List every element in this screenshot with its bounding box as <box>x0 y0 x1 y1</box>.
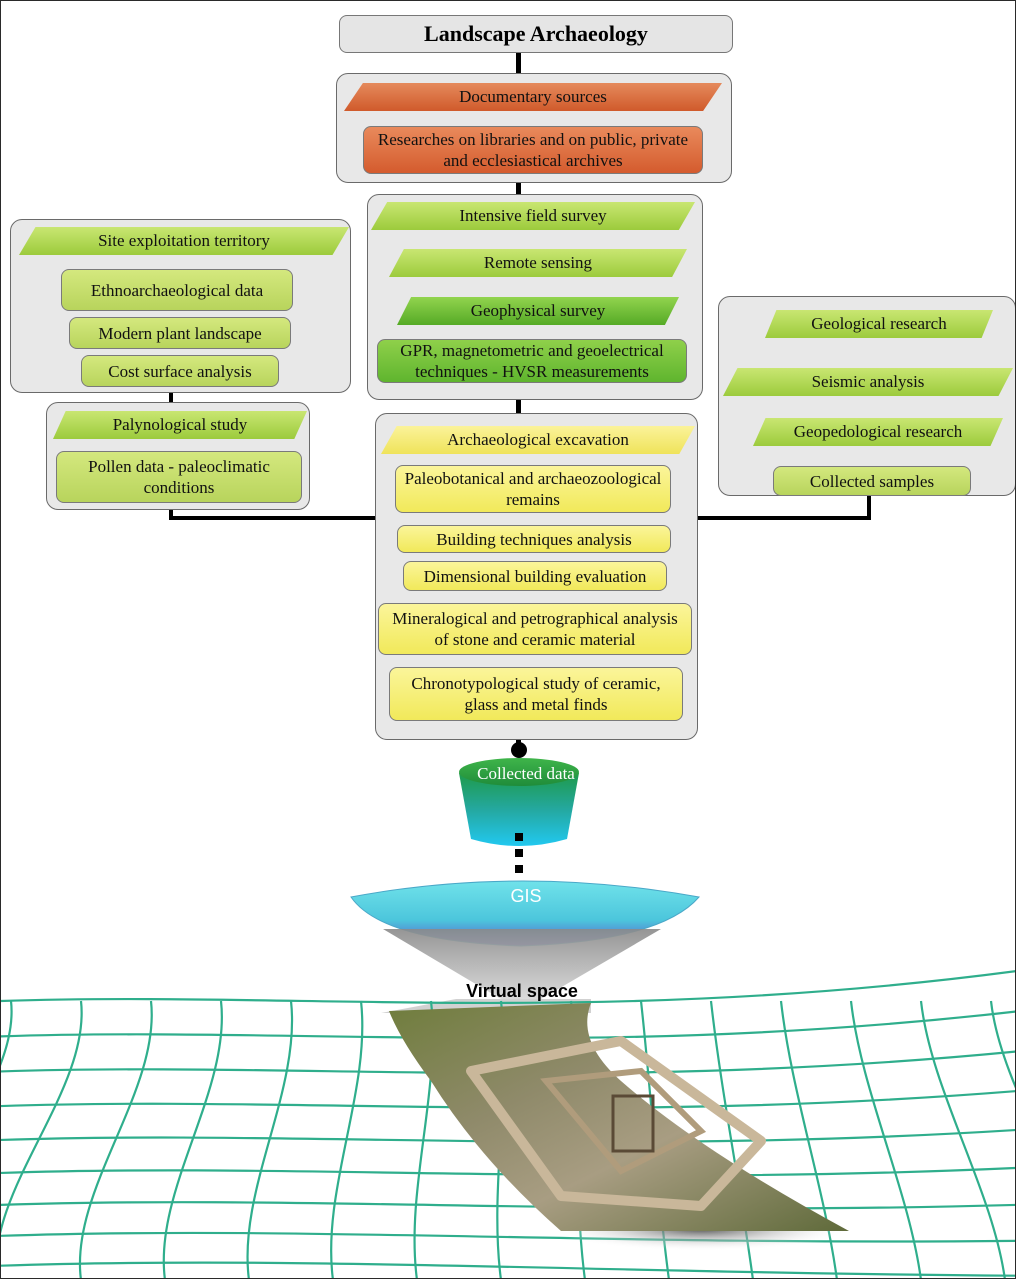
grid-row-line <box>1 1231 1015 1243</box>
seismic-analysis-label: Seismic analysis <box>723 368 1013 396</box>
ruin-walls <box>466 1036 766 1211</box>
grid-column-line <box>989 1000 1015 1089</box>
grid-column-line <box>919 1000 1006 1278</box>
building-techniques-box: Building techniques analysis <box>397 525 671 553</box>
archives-research-box: Researches on libraries and on public, p… <box>363 126 703 174</box>
grid-column-line <box>1 1000 13 1066</box>
grid-column-line <box>330 1000 364 1278</box>
grid-row-line <box>1 1166 1015 1177</box>
modern-plant-box: Modern plant landscape <box>69 317 291 349</box>
dotted-connector-1 <box>515 833 523 841</box>
ruin-inner-walls <box>540 1067 707 1175</box>
site-exploitation-label: Site exploitation territory <box>19 227 349 255</box>
dimensional-evaluation-box: Dimensional building evaluation <box>403 561 667 591</box>
documentary-sources-label: Documentary sources <box>344 83 722 111</box>
archaeological-excavation-label: Archaeological excavation <box>381 426 695 454</box>
grid-row-line <box>1 970 1015 1005</box>
collected-data-label: Collected data <box>477 764 575 783</box>
grid-row-line <box>1 1261 1015 1277</box>
geological-research-label: Geological research <box>765 310 993 338</box>
grid-column-line <box>78 1000 153 1278</box>
grid-row-line <box>1 1128 1015 1144</box>
ruin-scaffold <box>611 1094 655 1153</box>
geopedological-research-label: Geopedological research <box>753 418 1003 446</box>
grid-column-line <box>1 1000 83 1235</box>
geophysical-survey-label: Geophysical survey <box>397 297 679 325</box>
remote-sensing-label: Remote sensing <box>389 249 687 277</box>
grid-column-line <box>246 1000 294 1278</box>
spine-node <box>511 742 527 758</box>
title-box: Landscape Archaeology <box>339 15 733 53</box>
ethnoarchaeological-box: Ethnoarchaeological data <box>61 269 293 311</box>
chronotypological-box: Chronotypological study of ceramic, glas… <box>389 667 683 721</box>
collected-samples-box: Collected samples <box>773 466 971 496</box>
cost-surface-box: Cost surface analysis <box>81 355 279 387</box>
collected-data-cylinder <box>459 773 579 846</box>
virtual-space-label: Virtual space <box>466 981 578 1001</box>
grid-row-line <box>1 1201 1015 1210</box>
grid-column-line <box>162 1000 223 1278</box>
pollen-data-box: Pollen data - paleoclimatic conditions <box>56 451 302 503</box>
paleobotanical-box: Paleobotanical and archaeozoological rem… <box>395 465 671 513</box>
projection-beam <box>383 929 661 999</box>
gis-label: GIS <box>510 886 542 906</box>
dotted-connector-3 <box>515 865 523 873</box>
mineralogical-box: Mineralogical and petrographical analysi… <box>378 603 692 655</box>
dotted-connector-2 <box>515 849 523 857</box>
main-spine-line <box>516 51 521 751</box>
grid-column-line <box>849 1000 922 1278</box>
collected-data-cylinder-top <box>459 758 579 786</box>
diagram-title: Landscape Archaeology <box>424 21 648 46</box>
intensive-field-survey-label: Intensive field survey <box>371 202 695 230</box>
grid-column-line <box>779 1000 838 1278</box>
palynological-study-label: Palynological study <box>53 411 307 439</box>
geophysical-techniques-box: GPR, magnetometric and geoelectrical tec… <box>377 339 687 383</box>
